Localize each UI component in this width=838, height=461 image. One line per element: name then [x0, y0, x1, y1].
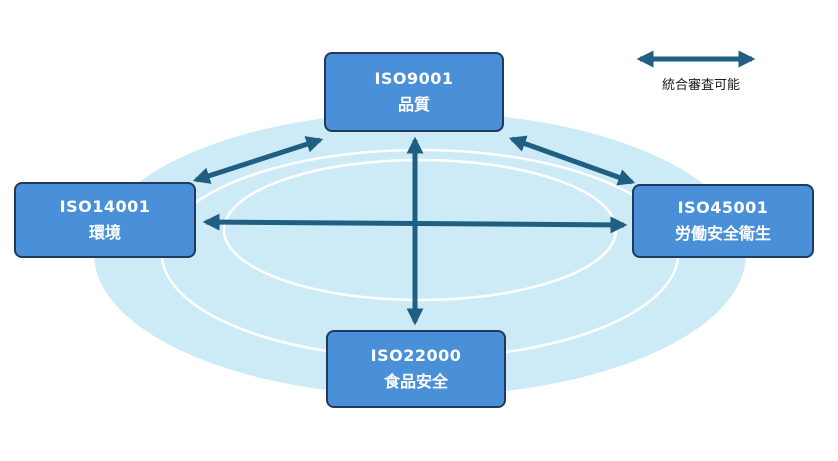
legend-label: 統合審査可能: [661, 78, 740, 93]
node-code: ISO22000: [370, 346, 462, 365]
node-label: 食品安全: [383, 372, 448, 391]
node-iso14001: ISO14001 環境: [14, 182, 196, 258]
node-label: 品質: [397, 95, 430, 114]
node-code: ISO14001: [59, 197, 151, 216]
node-iso45001: ISO45001 労働安全衛生: [632, 184, 814, 258]
arrow-top-left: [192, 136, 324, 184]
node-label: 労働安全衛生: [674, 224, 771, 243]
node-code: ISO9001: [374, 69, 454, 88]
node-iso22000: ISO22000 食品安全: [326, 330, 506, 408]
node-label: 環境: [88, 223, 121, 242]
arrow-left-right: [202, 213, 628, 234]
node-iso9001: ISO9001 品質: [324, 52, 504, 132]
arrow-top-right: [508, 135, 636, 186]
node-code: ISO45001: [677, 198, 769, 217]
